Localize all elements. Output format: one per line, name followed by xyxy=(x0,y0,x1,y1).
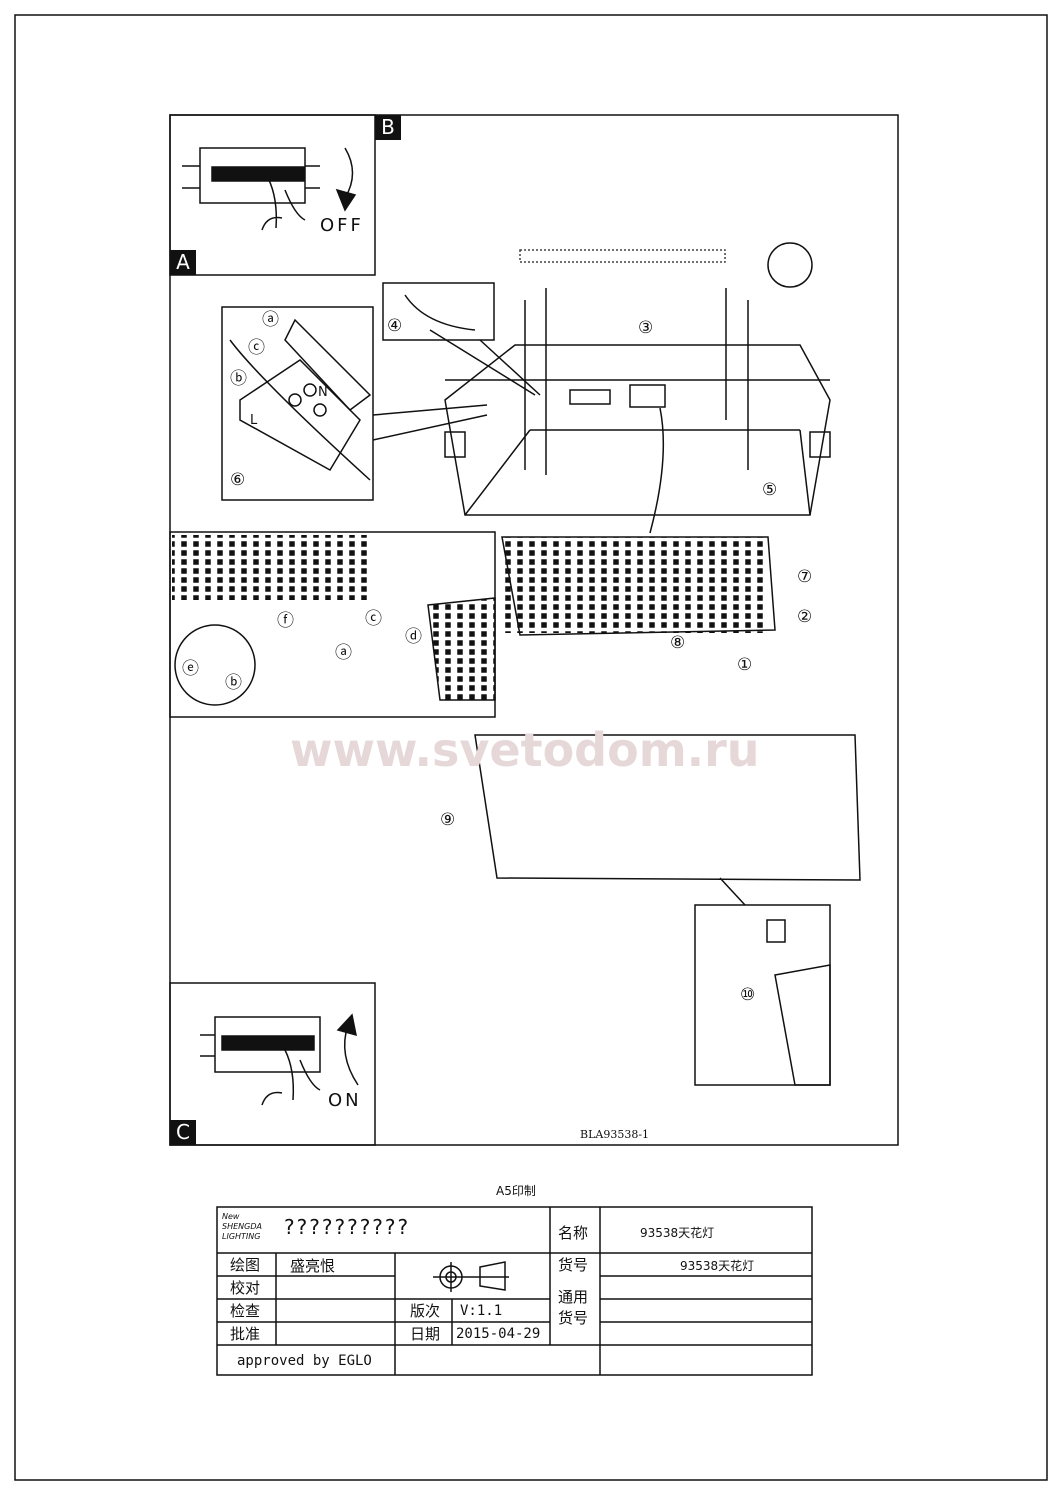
check-label: 检查 xyxy=(230,1302,261,1320)
approve-label: 批准 xyxy=(230,1325,261,1343)
letter-b-2: ⓑ xyxy=(225,673,242,693)
letter-a: ⓐ xyxy=(262,310,279,330)
drawn-value: 盛亮恨 xyxy=(290,1257,336,1275)
letter-a-2: ⓐ xyxy=(335,643,352,663)
letter-d: ⓓ xyxy=(405,627,422,647)
panel-ab xyxy=(169,114,376,276)
name-value: 93538天花灯 xyxy=(640,1226,715,1240)
step-4: ④ xyxy=(387,316,403,336)
letter-e: ⓔ xyxy=(182,659,199,679)
name-label: 名称 xyxy=(558,1224,589,1242)
step-10: ⑩ xyxy=(740,985,756,1005)
step6-detail-box xyxy=(221,306,374,501)
step-9: ⑨ xyxy=(440,810,456,830)
breaker-on-illustration xyxy=(200,1013,359,1106)
item-no-label: 货号 xyxy=(558,1256,589,1274)
live-mark: L xyxy=(250,413,258,428)
drawn-label: 绘图 xyxy=(230,1256,261,1274)
clip-illustration xyxy=(774,964,831,1086)
step-8: ⑧ xyxy=(670,633,686,653)
step-1: ① xyxy=(737,655,753,675)
version-label: 版次 xyxy=(410,1302,441,1320)
step-2: ② xyxy=(797,607,813,627)
outer-border xyxy=(14,14,1048,1481)
title-block-grid xyxy=(216,1206,813,1376)
drawing-code: BLA93538-1 xyxy=(580,1128,650,1141)
ceiling-hatch xyxy=(519,249,726,263)
step-3: ③ xyxy=(638,318,654,338)
step-5: ⑤ xyxy=(762,480,778,500)
off-text: OFF xyxy=(320,215,364,236)
terminal-block-illustration xyxy=(229,318,488,481)
company-logo: New SHENGDA LIGHTING xyxy=(222,1212,262,1241)
step-7: ⑦ xyxy=(797,567,813,587)
version-value: V:1.1 xyxy=(460,1303,503,1319)
letter-b: ⓑ xyxy=(230,369,247,389)
panel-label-b: B xyxy=(375,115,401,140)
step4-detail-box xyxy=(382,282,495,341)
breaker-off-illustration xyxy=(182,147,357,231)
watermark: www.svetodom.ru xyxy=(290,723,760,777)
date-value: 2015-04-29 xyxy=(456,1326,541,1342)
letter-f: ⓕ xyxy=(277,611,294,631)
neutral-mark: N xyxy=(318,385,328,400)
approved-by: approved by EGLO xyxy=(237,1353,372,1369)
print-note: A5印制 xyxy=(496,1184,536,1198)
ceiling-canopy xyxy=(444,242,831,534)
proof-label: 校对 xyxy=(230,1279,261,1297)
item-no-value: 93538天花灯 xyxy=(680,1259,755,1273)
step-6: ⑥ xyxy=(230,470,246,490)
cable-illustration xyxy=(404,294,541,396)
company-name: ?????????? xyxy=(284,1215,411,1239)
led-dots xyxy=(502,537,768,633)
step10-detail-box xyxy=(694,904,831,1086)
date-label: 日期 xyxy=(410,1325,441,1343)
panel-label-c: C xyxy=(170,1120,196,1145)
letter-c: ⓒ xyxy=(248,338,265,358)
diffuser-panel xyxy=(474,734,861,881)
general-item-label: 通用货号 xyxy=(558,1288,589,1327)
led-dots-right xyxy=(427,597,496,701)
on-text: ON xyxy=(328,1090,362,1111)
connector-detail xyxy=(174,624,256,706)
panel-label-a: A xyxy=(170,250,196,275)
panel-c xyxy=(169,982,376,1146)
led-dots-left xyxy=(172,535,367,600)
letter-c-2: ⓒ xyxy=(365,609,382,629)
